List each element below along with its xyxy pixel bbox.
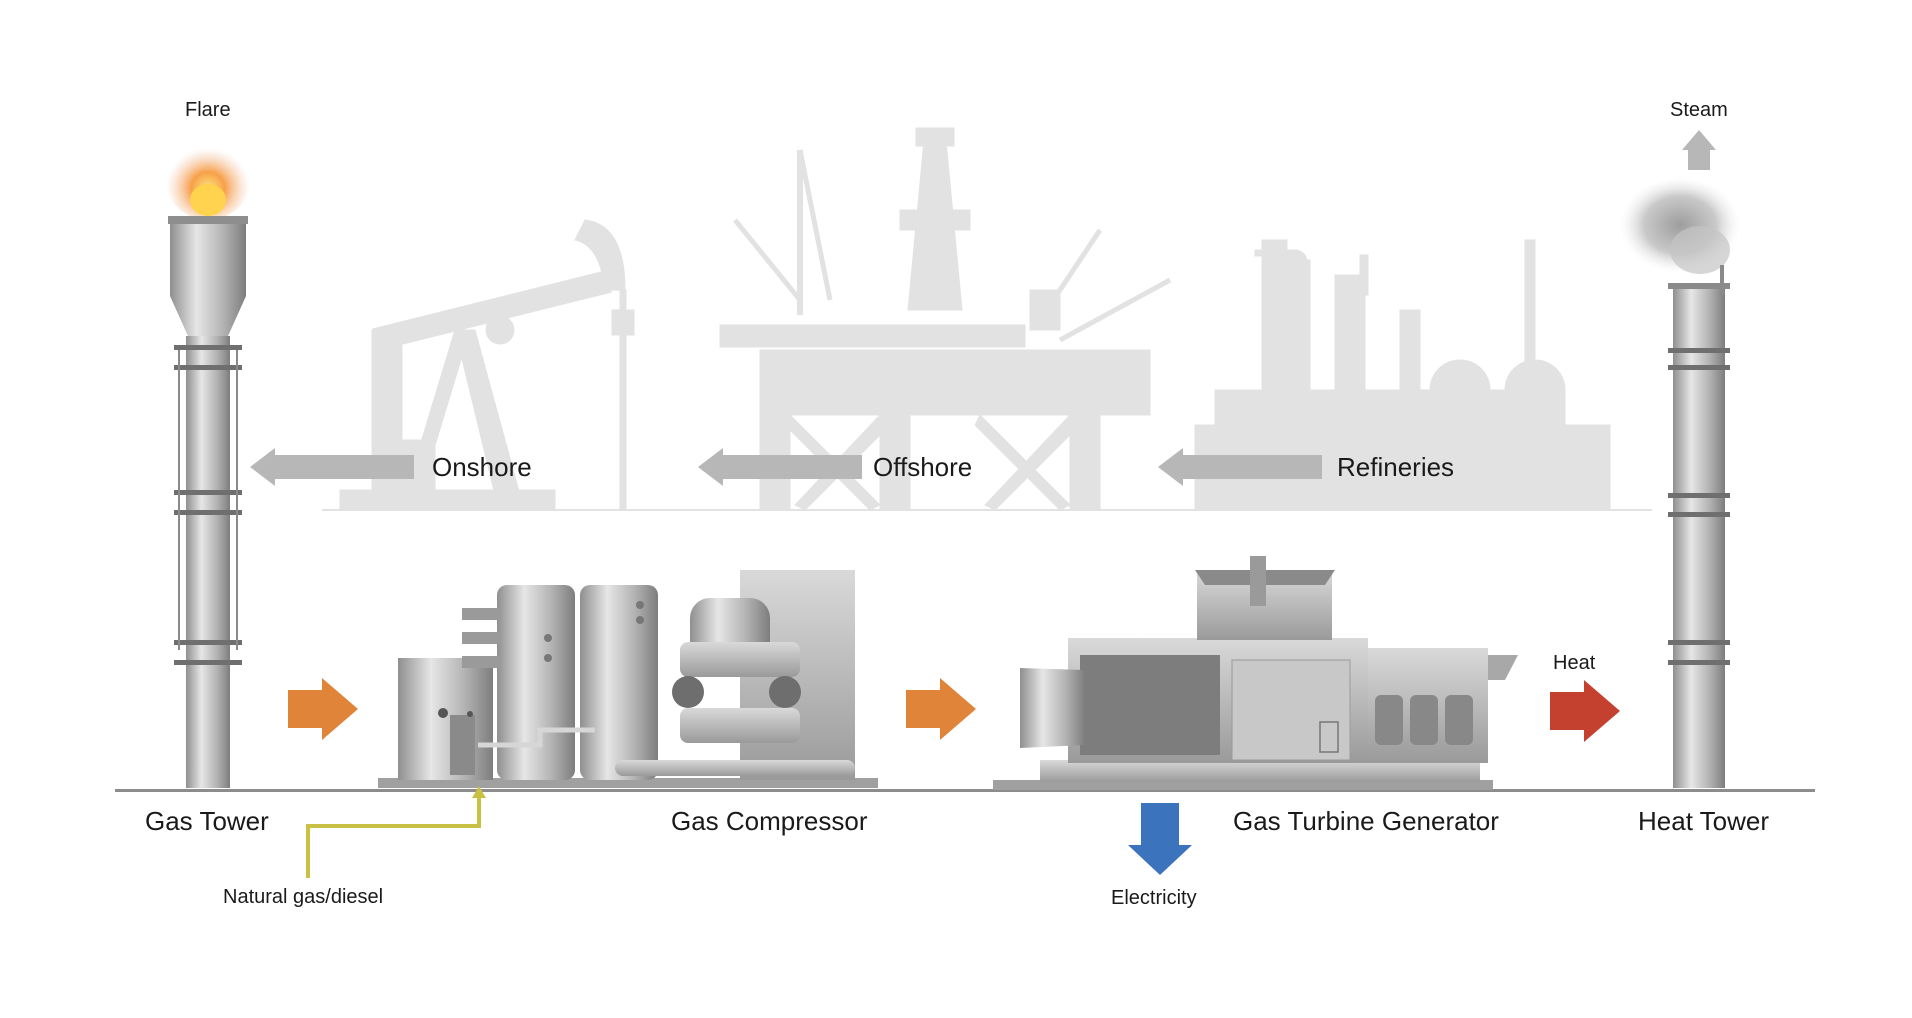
onshore-arrow [250, 448, 414, 486]
gas-turbine-generator-label: Gas Turbine Generator [1233, 806, 1499, 836]
refineries-label: Refineries [1337, 452, 1455, 482]
heat-arrow [1550, 680, 1620, 742]
electricity-arrow [1128, 803, 1192, 875]
silhouette-baseline [322, 509, 1652, 511]
natural-gas-diesel-label: Natural gas/diesel [223, 886, 384, 908]
flare-flame [166, 140, 250, 220]
heat-tower-label: Heat Tower [1638, 806, 1770, 836]
steam-label: Steam [1670, 99, 1728, 121]
flow-arrow-2 [906, 678, 976, 740]
fuel-line-arrowhead [472, 786, 486, 798]
fuel-line [306, 790, 481, 878]
offshore-platform-silhouette [719, 127, 1172, 511]
offshore-arrow [698, 448, 862, 486]
heat-tower [1620, 177, 1740, 788]
gas-tower [166, 140, 250, 788]
gas-turbine-generator [993, 556, 1518, 790]
gas-compressor [378, 570, 878, 788]
electricity-label: Electricity [1111, 887, 1197, 909]
steam-arrow [1682, 130, 1716, 170]
flare-label: Flare [185, 99, 231, 121]
ground-line [115, 789, 1815, 792]
offshore-label: Offshore [873, 452, 973, 482]
gas-compressor-label: Gas Compressor [671, 806, 868, 836]
refineries-arrow [1158, 448, 1322, 486]
gas-tower-label: Gas Tower [145, 806, 269, 836]
onshore-label: Onshore [432, 452, 532, 482]
heat-label: Heat [1553, 652, 1596, 674]
flow-arrow-1 [288, 678, 358, 740]
